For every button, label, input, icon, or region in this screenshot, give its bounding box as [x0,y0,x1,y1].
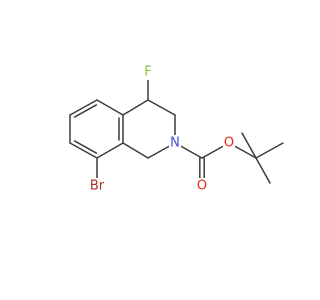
atom-label-br: Br [90,179,105,194]
bond-c4a-c4 [122,99,149,116]
atom-label-background [87,178,107,194]
atom-label-background [223,135,235,151]
bond-c8-c8a [96,142,124,159]
bond-tbu-methyl-2 [241,132,257,159]
bond-c7-c8 [69,142,98,159]
atom-label-o2: O [224,136,234,151]
atom-label-background [196,178,208,194]
bond-c5-c6-double [73,104,98,118]
bond-c4-c3 [147,99,176,116]
atom-label-background [142,64,154,80]
atom-labels: F N O O Br [87,64,235,194]
bond-c4a-c5 [96,99,124,116]
molecule-diagram: F N O O Br [69,64,284,194]
bond-tbu-methyl-1 [255,142,284,159]
bond-c7-c8-double [73,140,98,154]
atom-label-background [169,135,181,151]
bond-tbu-methyl-3 [255,157,271,184]
bond-c1-c8a [122,142,149,159]
bonds [69,71,284,187]
atom-label-f: F [144,65,151,80]
bond-c5-c6 [69,99,98,116]
atom-label-n: N [170,136,180,151]
atom-label-o1: O [197,179,207,194]
